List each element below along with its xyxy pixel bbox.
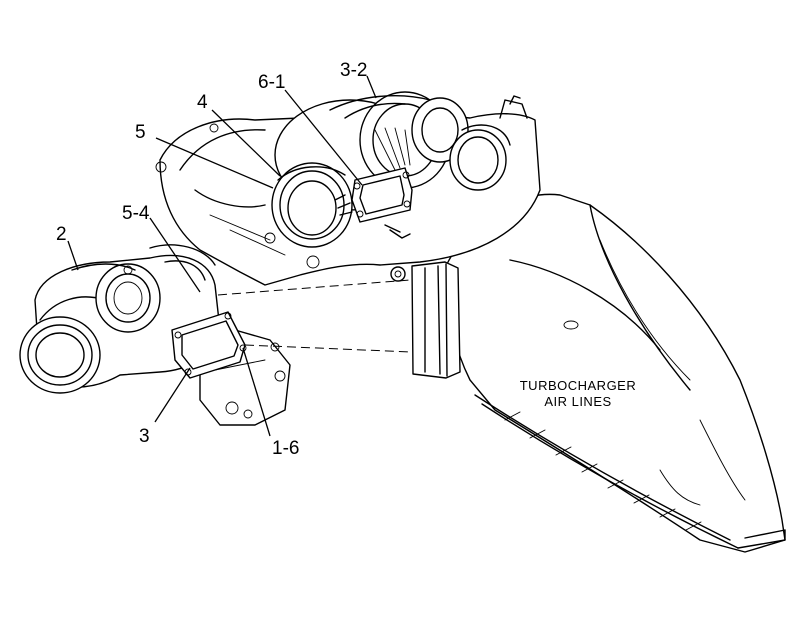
- connection-lines: [217, 279, 413, 353]
- upper-turbocharger: [271, 91, 511, 248]
- leader-lines: [67, 75, 377, 437]
- callout-3-2: 3-2: [340, 60, 367, 81]
- caption: TURBOCHARGER AIR LINES: [520, 378, 637, 409]
- caption-line-2: AIR LINES: [544, 394, 611, 409]
- callout-1-6: 1-6: [272, 438, 299, 459]
- callout-4: 4: [197, 92, 208, 113]
- lower-turbocharger: [19, 244, 247, 394]
- duct-flange: [390, 261, 461, 379]
- air-inlet-duct: [444, 193, 786, 553]
- callout-5-4: 5-4: [122, 203, 150, 224]
- callout-5: 5: [135, 122, 146, 143]
- callout-6-1: 6-1: [258, 72, 285, 93]
- callout-2: 2: [56, 224, 67, 245]
- callout-3: 3: [139, 426, 150, 447]
- caption-line-1: TURBOCHARGER: [520, 378, 637, 393]
- callout-labels: 3-2 6-1 4 5 5-4 2 3 1-6: [56, 60, 367, 459]
